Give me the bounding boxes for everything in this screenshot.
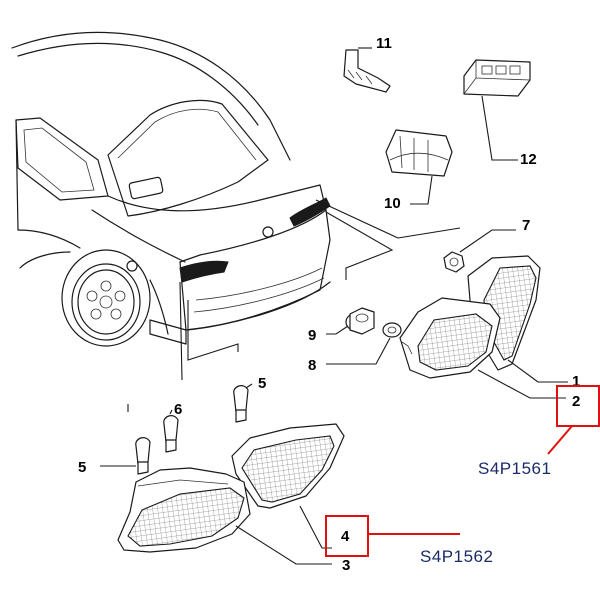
highlight-leader-part-2 — [547, 425, 573, 455]
part-code-left-lamp: S4P1562 — [420, 547, 493, 566]
part-code-right-lamp: S4P1561 — [478, 459, 551, 478]
part-4-left-tail-lamp-inner — [231, 423, 345, 549]
callout-7: 7 — [522, 217, 530, 234]
bulb-6: 6 — [163, 401, 182, 453]
part-7-nut: 7 — [443, 217, 530, 273]
part-10-harness: 10 — [384, 129, 453, 212]
callout-9: 9 — [308, 327, 316, 344]
callout-4: 4 — [341, 528, 350, 545]
callout-5-lower: 5 — [78, 459, 86, 476]
bulb-5-upper: 5 — [233, 375, 266, 423]
callout-1: 1 — [572, 373, 580, 390]
part-8-washer: 8 — [308, 322, 402, 374]
part-1-right-tail-lamp-inner: 1 2 — [399, 297, 580, 410]
callout-2: 2 — [572, 393, 580, 410]
part-11-clip: 11 — [343, 35, 392, 93]
callout-12: 12 — [520, 151, 537, 168]
callout-5-upper: 5 — [258, 375, 266, 392]
callout-6: 6 — [174, 401, 182, 418]
part-3-left-tail-lamp-outer: 3 — [117, 467, 350, 574]
callout-8: 8 — [308, 357, 316, 374]
bulb-5-lower: 5 — [78, 437, 151, 476]
highlight-box-part-4 — [325, 515, 369, 557]
part-12-connector: 12 — [463, 59, 537, 168]
callout-10: 10 — [384, 195, 401, 212]
car-rear-illustration — [11, 31, 461, 412]
callout-3: 3 — [342, 557, 350, 574]
callout-11: 11 — [376, 35, 392, 52]
part-9-grommet: 9 — [308, 307, 375, 344]
highlight-box-part-2 — [556, 385, 600, 427]
